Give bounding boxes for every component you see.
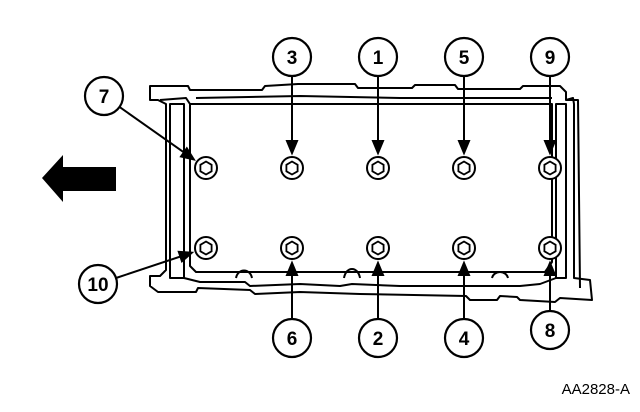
- callout-group: 1 2 3 4 5 6 7 8 9 10: [77, 36, 571, 359]
- leader-arrowhead: [179, 146, 196, 161]
- callout-6: 6: [271, 317, 313, 359]
- callout-number: 8: [545, 321, 556, 342]
- bolt-group: [194, 156, 562, 260]
- leader-group: [115, 76, 557, 319]
- callout-circle: [443, 317, 485, 359]
- callout-number: 6: [287, 329, 298, 350]
- callout-1: 1: [357, 36, 399, 78]
- leader-arrowhead: [285, 260, 299, 276]
- head-bolt: [538, 156, 562, 180]
- leader-line: [115, 251, 193, 279]
- callout-2: 2: [357, 317, 399, 359]
- leader-line: [118, 106, 195, 161]
- callout-circle: [271, 317, 313, 359]
- callout-number: 1: [373, 48, 384, 69]
- cylinder-head-outline: [149, 83, 593, 303]
- callout-circle: [83, 75, 125, 117]
- callout-number: 10: [87, 275, 108, 296]
- callout-number: 9: [545, 48, 556, 69]
- callout-circle: [271, 36, 313, 78]
- callout-8: 8: [529, 309, 571, 351]
- head-bolt: [194, 236, 218, 260]
- callout-10: 10: [77, 263, 119, 305]
- leader-arrowhead: [457, 140, 471, 156]
- callout-circle: [529, 309, 571, 351]
- head-bolt: [538, 236, 562, 260]
- head-bolt: [366, 156, 390, 180]
- callout-number: 5: [459, 48, 470, 69]
- callout-circle: [357, 317, 399, 359]
- head-bolt: [366, 236, 390, 260]
- leader-arrowhead: [371, 260, 385, 276]
- head-bolt: [280, 156, 304, 180]
- leader-arrowhead: [371, 140, 385, 156]
- head-bolt: [280, 236, 304, 260]
- callout-number: 4: [459, 329, 470, 350]
- leader-arrowhead: [285, 140, 299, 156]
- head-bolt: [452, 156, 476, 180]
- callout-7: 7: [83, 75, 125, 117]
- callout-circle: [357, 36, 399, 78]
- callout-circle: [529, 36, 571, 78]
- leader-arrowhead: [457, 260, 471, 276]
- head-bolt: [452, 236, 476, 260]
- figure-reference-code: AA2828-A: [561, 381, 630, 398]
- callout-number: 2: [373, 329, 384, 350]
- callout-5: 5: [443, 36, 485, 78]
- callout-number: 3: [287, 48, 298, 69]
- head-bolt: [194, 156, 218, 180]
- callout-3: 3: [271, 36, 313, 78]
- callout-4: 4: [443, 317, 485, 359]
- callout-circle: [443, 36, 485, 78]
- callout-circle: [77, 263, 119, 305]
- leader-arrowhead: [543, 260, 557, 276]
- callout-number: 7: [99, 87, 110, 108]
- leader-arrowhead: [177, 250, 195, 264]
- arrow-left-icon: [42, 155, 116, 202]
- callout-9: 9: [529, 36, 571, 78]
- leader-arrowhead: [543, 140, 557, 156]
